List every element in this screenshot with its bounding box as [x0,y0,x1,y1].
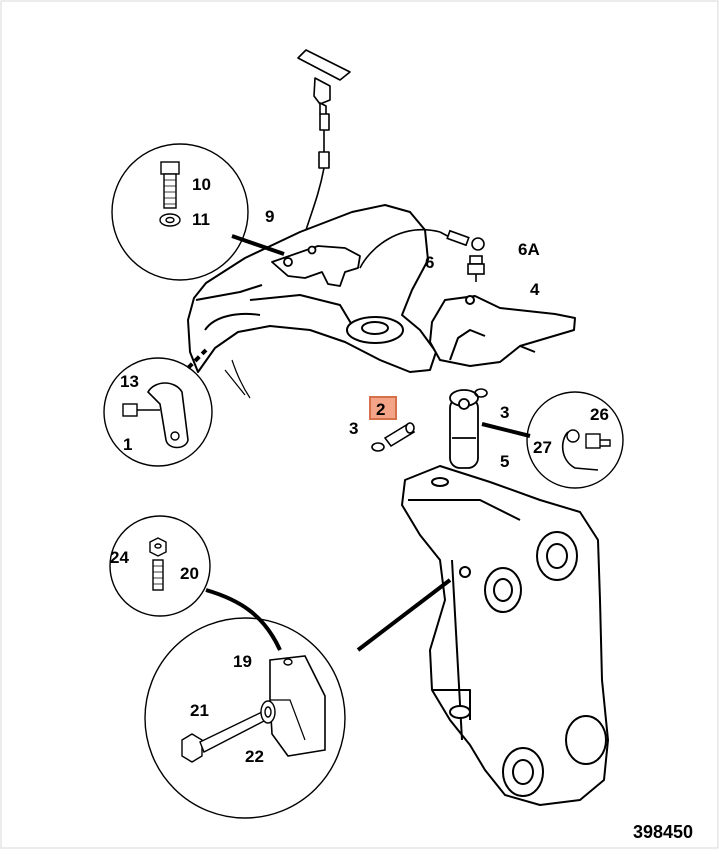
detail-circle-stud-nut [109,515,211,617]
callout-3-left[interactable]: 3 [349,419,358,438]
callout-1[interactable]: 1 [123,435,132,454]
callout-27[interactable]: 27 [533,438,552,457]
detail-circle-wear-pad [144,617,346,819]
callout-11[interactable]: 11 [192,210,210,229]
callout-4[interactable]: 4 [530,280,540,299]
fitting-6a [467,255,485,282]
callout-21[interactable]: 21 [190,701,209,720]
circlip-3-right [474,388,488,398]
callout-3-right[interactable]: 3 [500,403,509,422]
pivot-pin-5 [449,389,479,469]
leader-line-detail-3 [481,422,531,438]
grease-nipple-6 [439,229,485,251]
callout-6[interactable]: 6 [425,253,434,272]
callout-20[interactable]: 20 [180,564,199,583]
detail-circle-bolt-washer [111,143,249,281]
bracket-4 [429,295,576,367]
pin-2 [383,422,416,448]
cable-loop [359,229,441,269]
callout-26[interactable]: 26 [590,405,609,424]
swing-frame-casting [187,204,437,399]
highlight-box-part-2 [369,396,397,420]
leader-line-detail-2 [186,348,208,370]
callout-24[interactable]: 24 [110,548,129,567]
callout-9[interactable]: 9 [265,207,274,226]
leader-line-detail-5 [356,578,452,652]
circlip-3-left [371,442,385,452]
kingpost-casting [401,465,609,806]
callout-19[interactable]: 19 [233,652,252,671]
callout-6a[interactable]: 6A [518,240,540,259]
callout-22[interactable]: 22 [245,747,264,766]
mounting-plate [271,245,361,287]
leader-line-detail-4 [205,588,282,651]
callout-2[interactable]: 2 [376,400,385,419]
callout-13[interactable]: 13 [120,372,139,391]
callout-10[interactable]: 10 [192,175,211,194]
detail-circle-clamp [103,357,213,467]
drawing-reference-number: 398450 [633,822,693,842]
leader-line-detail-1 [231,234,285,256]
callout-5[interactable]: 5 [500,452,509,471]
detail-circle-grease [526,391,624,489]
